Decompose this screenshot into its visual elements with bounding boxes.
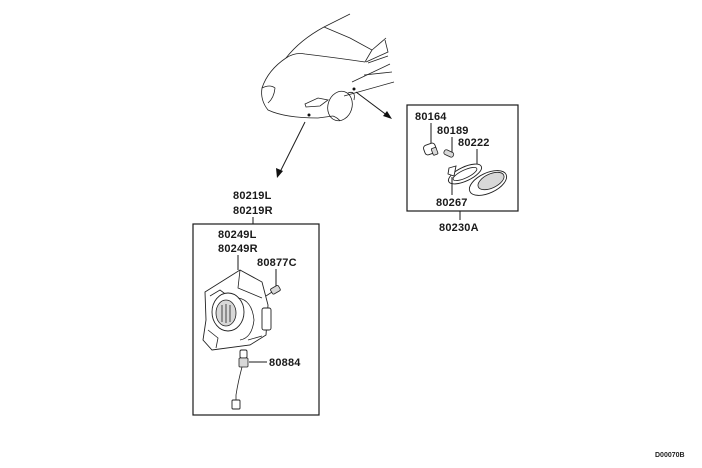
assembly-label-80219R[interactable]: 80219R xyxy=(233,205,273,217)
assembly-label-80230A[interactable]: 80230A xyxy=(439,222,479,234)
part-label-80249R[interactable]: 80249R xyxy=(218,243,258,255)
screw-part xyxy=(265,285,281,297)
fog-lamp-unit-part xyxy=(202,269,272,351)
part-label-80877C[interactable]: 80877C xyxy=(257,257,297,269)
diagram-code: D00070B xyxy=(655,452,685,459)
part-label-80267[interactable]: 80267 xyxy=(436,197,468,209)
arrow-to-fog-lamp xyxy=(276,121,306,178)
lens-part xyxy=(468,170,508,196)
car-outline-illustration xyxy=(261,13,395,122)
gasket-part xyxy=(447,163,483,185)
assembly-label-80219L[interactable]: 80219L xyxy=(233,190,272,202)
fog-lamp-box xyxy=(192,223,320,416)
side-lamp-box xyxy=(406,104,519,212)
clip-part xyxy=(447,165,457,177)
part-label-80884[interactable]: 80884 xyxy=(269,357,301,369)
side-turn-signal-group: 80164 80189 80222 80267 80230A xyxy=(406,104,519,234)
part-label-80164[interactable]: 80164 xyxy=(415,111,447,123)
fog-lamp-group: 80219L 80219R 80249L 80249R 80877C xyxy=(192,190,320,416)
part-label-80189[interactable]: 80189 xyxy=(437,125,469,137)
bulb-part xyxy=(443,149,455,158)
arrow-to-side-lamp xyxy=(355,91,392,119)
socket-part xyxy=(423,142,439,156)
bulb-socket-harness-part xyxy=(231,349,249,410)
part-label-80249L[interactable]: 80249L xyxy=(218,229,257,241)
part-label-80222[interactable]: 80222 xyxy=(458,137,490,149)
